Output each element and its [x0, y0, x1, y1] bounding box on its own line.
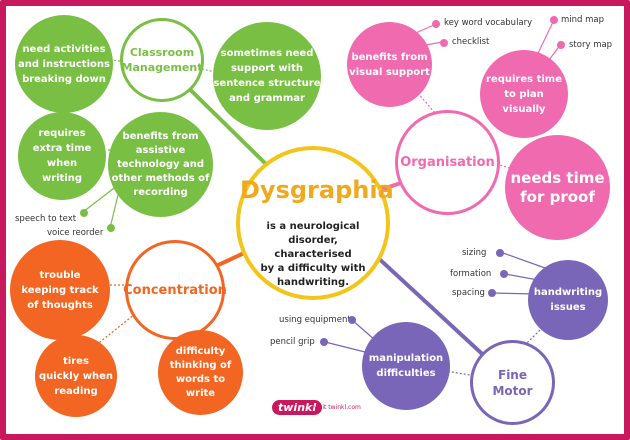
hub-classroom-label: Classroom Management [121, 46, 203, 74]
node-needs-activities: need activities and instructions breakin… [15, 15, 113, 113]
dot-formation [500, 270, 508, 278]
visual-support-label: benefits from visual support [349, 51, 430, 78]
dot-using-equipment [348, 316, 356, 324]
dot-voice-recorder [107, 224, 115, 232]
leaf-sizing: sizing [462, 248, 487, 258]
twinkl-logo: twinkl [272, 400, 323, 415]
trouble-label: trouble keeping track of thoughts [21, 269, 99, 311]
leaf-using-equipment: using equipment [279, 315, 351, 325]
extra-time-label: requires extra time when writing [32, 128, 92, 184]
visit-twinkl-link[interactable]: visit twinkl.com [314, 404, 361, 411]
dot-checklist [440, 39, 448, 47]
node-visual-support: benefits from visual support [347, 22, 432, 107]
needs-time-label: needs time for proof [510, 168, 605, 206]
leaf-speech-to-text: speech to text [15, 214, 77, 224]
hub-concentration-label: Concentration [123, 282, 227, 298]
node-manipulation-difficulties: manipulation difficulties [362, 322, 450, 410]
leaf-pencil-grip: pencil grip [270, 337, 315, 347]
center-dysgraphia: Dysgraphia is a neurological disorder, c… [236, 146, 394, 300]
difficulty-words-label: difficulty thinking of words to write [169, 345, 232, 399]
dot-key-word [432, 20, 440, 28]
manipulation-label: manipulation difficulties [368, 353, 444, 379]
node-assistive-technology: benefits from assistive technology and o… [108, 112, 213, 217]
dot-story-map [557, 41, 565, 49]
hub-classroom-management: Classroom Management [120, 18, 204, 102]
time-to-plan-label: requires time to plan visually [486, 73, 562, 115]
leaf-checklist: checklist [452, 37, 490, 47]
dot-sizing [496, 249, 504, 257]
leaf-spacing: spacing [452, 288, 485, 298]
leaf-formation: formation [450, 269, 492, 279]
leaf-voice-recorder: voice reorder [47, 228, 104, 238]
hub-concentration: Concentration [123, 240, 227, 340]
node-handwriting-issues: handwriting issues [528, 260, 608, 340]
sentence-support-label: sometimes need support with sentence str… [213, 48, 321, 104]
center-title: Dysgraphia [240, 176, 394, 204]
center-description: is a neurological disorder, characterise… [260, 221, 366, 288]
hub-fine-motor-label: Fine Motor [492, 367, 533, 398]
node-trouble-tracking: trouble keeping track of thoughts [10, 240, 110, 340]
dot-mind-map [550, 16, 558, 24]
node-time-to-plan: requires time to plan visually [480, 50, 568, 138]
tires-label: tires quickly when reading [39, 355, 113, 397]
leaf-mind-map: mind map [561, 15, 605, 25]
hub-fine-motor: Fine Motor [470, 340, 555, 425]
node-extra-time: requires extra time when writing [18, 112, 106, 200]
hub-organisation: Organisation [395, 110, 500, 215]
hub-organisation-label: Organisation [400, 155, 495, 170]
node-difficulty-words: difficulty thinking of words to write [158, 330, 243, 415]
node-needs-time-for-proof: needs time for proof [505, 135, 610, 240]
leaf-story-map: story map [569, 40, 613, 50]
node-sentence-support: sometimes need support with sentence str… [213, 22, 321, 130]
assistive-label: benefits from assistive technology and o… [111, 130, 210, 198]
needs-activities-label: need activities and instructions breakin… [18, 43, 110, 85]
dot-speech-to-text [80, 209, 88, 217]
dot-pencil-grip [320, 338, 328, 346]
node-tires-reading: tires quickly when reading [35, 335, 117, 417]
leaf-key-word-vocabulary: key word vocabulary [444, 18, 533, 28]
handwriting-label: handwriting issues [533, 287, 603, 313]
dot-spacing [488, 289, 496, 297]
